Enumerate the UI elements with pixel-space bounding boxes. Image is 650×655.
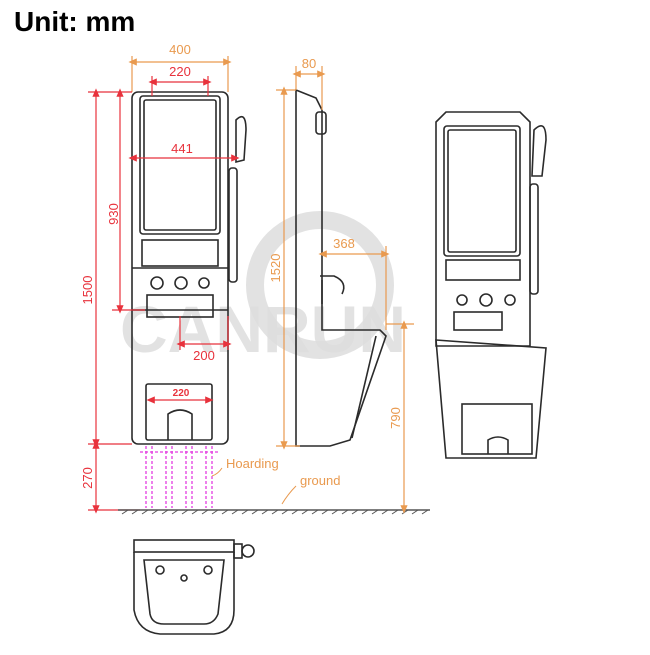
front-view [131,91,247,445]
perspective-mirror-icon [443,125,521,257]
perspective-shelf [445,259,521,281]
perspective-faucet-icon [479,293,493,307]
side-shower-head-icon [315,111,327,135]
dim-1520: 1520 [268,254,283,283]
perspective-compartment [461,403,533,455]
dim-80: 80 [302,56,316,71]
dim-930: 930 [106,203,121,225]
top-knob-icon [233,543,243,559]
perspective-view [435,111,547,459]
dim-441: 441 [171,141,193,156]
perspective-knob-icon [504,294,516,306]
perspective-shower-head-icon [531,124,547,177]
watermark-text: CANRUN [120,292,406,366]
perspective-shower-bar [529,183,539,295]
label-hoarding: Hoarding [226,456,279,471]
unit-title: Unit: mm [14,6,136,37]
dim-220-top: 220 [169,64,191,79]
mirror-frame [139,95,221,235]
side-labels: 80 368 1520 790 [268,56,403,429]
side-faucet-icon [320,275,345,295]
lower-compartment [145,383,213,441]
shelf [141,239,219,267]
shower-bar [228,167,238,283]
front-dimensions [88,56,240,514]
side-view [295,88,387,447]
mirror-icon [143,99,217,231]
side-dimensions [276,66,414,514]
ground [118,467,430,515]
dim-1500: 1500 [80,276,95,305]
faucet-icon [174,276,188,290]
dim-220-box: 220 [173,388,190,399]
label-ground: ground [300,473,340,488]
dim-790: 790 [388,407,403,429]
top-basin [133,552,235,635]
top-view [133,539,255,635]
top-wall [133,539,235,553]
perspective-basin [435,339,547,459]
front-labels: 400 220 441 200 220 Hoarding ground 930 … [80,42,340,489]
watermark: CANRUN [120,211,406,366]
dim-270: 270 [80,467,95,489]
faucet-icon [150,276,164,290]
side-profile [295,88,387,447]
perspective-sink-icon [453,311,503,331]
dim-200: 200 [193,348,215,363]
dim-368: 368 [333,236,355,251]
knob-icon [198,277,210,289]
perspective-faucet-icon [456,294,468,306]
dim-400: 400 [169,42,191,57]
door-handle [167,409,193,440]
shower-head-icon [235,115,247,164]
hoarding-pipes [140,446,218,508]
